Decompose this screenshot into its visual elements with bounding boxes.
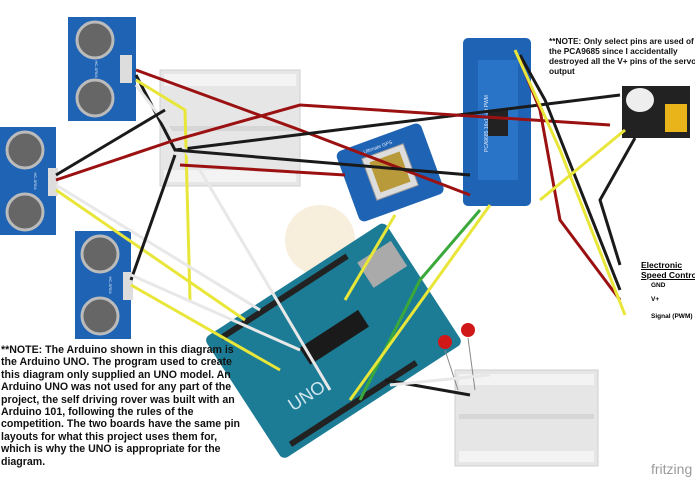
led-red-1 [438, 335, 459, 391]
led-red-2 [461, 323, 476, 391]
wire-yellow-18 [348, 204, 492, 401]
wire-black-20 [384, 378, 471, 397]
arduino-uno: UNO [206, 223, 461, 458]
arduino-note: **NOTE: The Arduino shown in this diagra… [1, 344, 240, 468]
ultrasonic-sensor-2: HC-SR04 [0, 127, 58, 235]
wire-white-21 [389, 373, 491, 387]
wire-yellow-6 [55, 188, 246, 322]
wire-yellow-19 [343, 214, 397, 301]
wire-black-8 [129, 154, 177, 281]
esc-gnd-label: GND [651, 282, 666, 289]
fritzing-logo: fritzing [651, 461, 693, 477]
wire-red-0 [135, 68, 471, 197]
wire-black-5 [55, 108, 166, 177]
ultrasonic-label: HC-SR04 [33, 172, 38, 190]
wires [55, 49, 637, 401]
servo-motor [622, 86, 690, 138]
wire-yellow-2 [135, 78, 192, 301]
pca-label: PCA9685 16x12-bit PWM [484, 95, 490, 152]
wire-black-22 [598, 137, 637, 266]
wire-red-12 [179, 163, 346, 177]
wire-yellow-15 [513, 49, 627, 316]
wire-red-4 [55, 103, 611, 182]
breadboard-bottom [454, 369, 599, 467]
esc-title: Electronic Speed Control [641, 260, 695, 280]
wire-black-11 [174, 148, 471, 177]
wire-black-13 [518, 54, 622, 291]
wire-yellow-9 [130, 283, 281, 372]
wire-white-7 [55, 183, 261, 312]
ultrasonic-sensor-3: HC-SR04 [75, 231, 133, 339]
esc-vplus-label: V+ [651, 296, 660, 303]
pca-note: **NOTE: Only select pins are used of the… [549, 36, 695, 76]
ultrasonic-sensor-1: HC-SR04 [68, 17, 136, 121]
gps-board: Ultimate GPS [336, 123, 444, 222]
ultrasonic-label: HC-SR04 [108, 276, 113, 294]
esc-signal-label: Signal (PWM) [651, 313, 693, 320]
ultrasonic-label: HC-SR04 [94, 60, 99, 78]
wire-white-10 [130, 273, 301, 352]
wire-yellow-16 [539, 128, 626, 202]
